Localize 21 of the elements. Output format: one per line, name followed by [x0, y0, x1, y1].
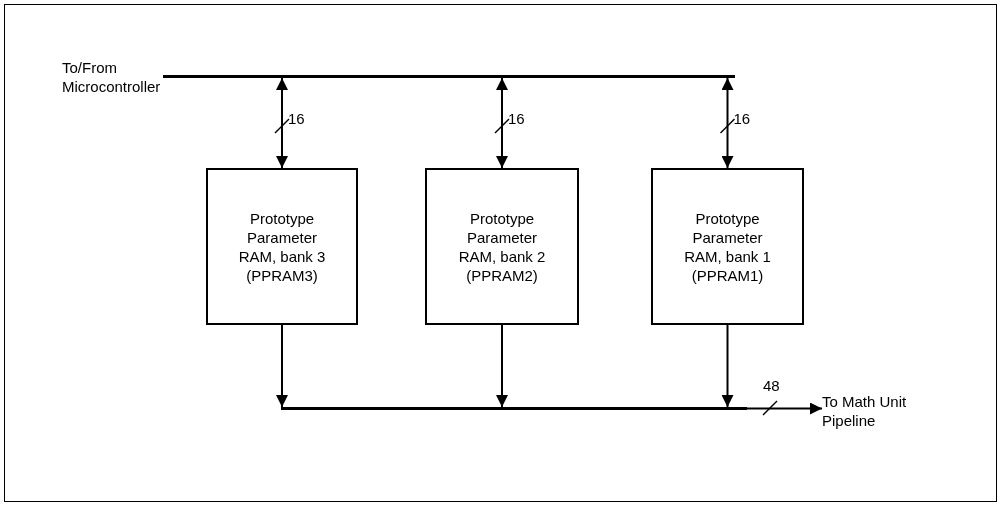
bus-width-label: 16	[508, 110, 525, 127]
arrow	[746, 402, 823, 415]
bus-line	[281, 407, 747, 410]
output-label: To Math Unit Pipeline	[822, 392, 942, 430]
arrow	[496, 77, 508, 169]
arrow	[496, 324, 508, 408]
memory-block	[651, 168, 804, 325]
arrow	[276, 77, 288, 169]
bus-label: To/From Microcontroller	[62, 58, 160, 96]
bus-width-label: 16	[733, 110, 751, 127]
bus-width-label: 48	[763, 377, 780, 394]
arrow	[721, 77, 734, 169]
arrow	[276, 324, 288, 408]
memory-block	[425, 168, 579, 325]
arrow	[721, 324, 734, 408]
memory-block	[206, 168, 358, 325]
block-label: Prototype Parameter RAM, bank 3 (PPRAM3)	[237, 208, 327, 285]
bus-line	[163, 75, 735, 78]
bus-width-label: 16	[288, 110, 305, 127]
block-label: Prototype Parameter RAM, bank 1 (PPRAM1)	[683, 208, 772, 285]
block-label: Prototype Parameter RAM, bank 2 (PPRAM2)	[457, 208, 547, 285]
